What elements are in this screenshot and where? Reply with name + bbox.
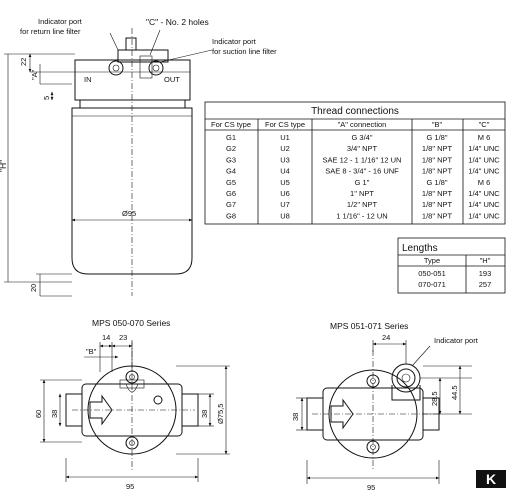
thread-table-cell: G2 xyxy=(226,144,236,153)
thread-table-headers: For CS type For CS type "A" connection "B" "… xyxy=(211,120,490,129)
thread-table-cell: 1/8" NPT xyxy=(422,211,453,220)
thread-table-cell: 1/4" UNC xyxy=(468,200,500,209)
thread-table-cell: G 1/8" xyxy=(426,133,447,142)
thread-table-cell: G7 xyxy=(226,200,236,209)
thread-table-cell: 1/2" NPT xyxy=(347,200,378,209)
thread-table-cell: U6 xyxy=(280,189,290,198)
thread-table-cell: G8 xyxy=(226,211,236,220)
side-view xyxy=(4,28,213,297)
thread-table-cell: U5 xyxy=(280,178,290,187)
right-dim-285: 28.5 xyxy=(430,391,439,406)
indicator-return-label-1: Indicator port xyxy=(38,17,83,26)
indicator-suction-label-2: for suction line filter xyxy=(212,47,277,56)
thread-table-cell: 1/4" UNC xyxy=(468,155,500,164)
thread-table-cell: U7 xyxy=(280,200,290,209)
lengths-table-title: Lengths xyxy=(402,243,438,254)
right-view-title: MPS 051-071 Series xyxy=(330,321,408,331)
thread-table-cell: 1/4" UNC xyxy=(468,211,500,220)
thread-table-cell: G 1/8" xyxy=(426,178,447,187)
right-dim-445: 44.5 xyxy=(450,385,459,400)
thread-table-cell: U8 xyxy=(280,211,290,220)
dim-d95: Ø95 xyxy=(122,209,136,218)
indicator-suction-label-1: Indicator port xyxy=(212,37,257,46)
thread-table-cell: G 1" xyxy=(355,178,370,187)
thread-table-cell: M 6 xyxy=(478,178,491,187)
thread-header-cell: For CS type xyxy=(211,120,251,129)
out-port-label: OUT xyxy=(164,75,180,84)
left-dim-60: 60 xyxy=(34,410,43,418)
left-dim-14: 14 xyxy=(102,333,110,342)
thread-table-cell: U2 xyxy=(280,144,290,153)
thread-table-cell: U1 xyxy=(280,133,290,142)
lengths-header-cell: "H" xyxy=(480,256,491,265)
thread-table-cell: 1/8" NPT xyxy=(422,200,453,209)
lengths-table-cell: 070-071 xyxy=(418,280,446,289)
thread-table-cell: G3 xyxy=(226,155,236,164)
dim-20: 20 xyxy=(29,284,38,292)
left-dim-d755: Ø75,5 xyxy=(216,404,225,424)
right-indicator-port-label: Indicator port xyxy=(434,336,479,345)
left-dim-23: 23 xyxy=(119,333,127,342)
right-dim-95: 95 xyxy=(367,483,375,492)
thread-table-cell: G1 xyxy=(226,133,236,142)
lengths-table-rows: 050-051 193 070-071 257 xyxy=(418,269,491,289)
left-dim-b: "B" xyxy=(86,347,97,356)
left-view-title: MPS 050-070 Series xyxy=(92,318,170,328)
thread-header-cell: For CS type xyxy=(265,120,305,129)
thread-table-cell: 1/8" NPT xyxy=(422,155,453,164)
thread-table-cell: G 3/4" xyxy=(351,133,372,142)
lengths-table-cell: 257 xyxy=(479,280,492,289)
right-top-view xyxy=(296,340,472,484)
dim-a: "A" xyxy=(30,69,39,80)
thread-table-cell: SAE 8 - 3/4" - 16 UNF xyxy=(325,167,399,176)
lengths-table-cell: 193 xyxy=(479,269,492,278)
brand-logo: K xyxy=(476,470,506,488)
left-dim-38b: 38 xyxy=(200,410,209,418)
thread-table-cell: 1/4" UNC xyxy=(468,144,500,153)
thread-table-cell: M 6 xyxy=(478,133,491,142)
thread-table-cell: U3 xyxy=(280,155,290,164)
thread-table-cell: 1/8" NPT xyxy=(422,144,453,153)
left-top-view xyxy=(40,340,230,482)
left-dim-95: 95 xyxy=(126,482,134,491)
brand-logo-letter: K xyxy=(486,471,496,487)
thread-table-cell: 1/8" NPT xyxy=(422,189,453,198)
dim-5: 5 xyxy=(42,96,51,100)
thread-table-cell: G6 xyxy=(226,189,236,198)
right-dim-38: 38 xyxy=(291,413,300,421)
thread-header-cell: "A" connection xyxy=(338,120,387,129)
c-holes-label: "C" - No. 2 holes xyxy=(146,17,209,27)
left-dim-38a: 38 xyxy=(50,410,59,418)
lengths-table-cell: 050-051 xyxy=(418,269,446,278)
thread-table-cell: 1/4" UNC xyxy=(468,189,500,198)
thread-table-cell: 1 1/16" - 12 UN xyxy=(336,211,387,220)
right-dim-24: 24 xyxy=(382,333,390,342)
thread-table-cell: G4 xyxy=(226,167,236,176)
thread-connections-table xyxy=(204,101,506,225)
dim-h: "H" xyxy=(0,160,8,172)
thread-table-cell: 1/4" UNC xyxy=(468,167,500,176)
lengths-table xyxy=(397,237,506,294)
indicator-return-label-2: for return line filter xyxy=(20,27,81,36)
thread-header-cell: "B" xyxy=(432,120,443,129)
lengths-table-headers: Type "H" xyxy=(424,256,491,265)
dim-22: 22 xyxy=(19,58,28,66)
in-port-label: IN xyxy=(84,75,92,84)
thread-table-cell: SAE 12 - 1 1/16" 12 UN xyxy=(323,155,402,164)
thread-table-cell: U4 xyxy=(280,167,290,176)
thread-table-cell: 3/4" NPT xyxy=(347,144,378,153)
lengths-header-cell: Type xyxy=(424,256,440,265)
thread-header-cell: "C" xyxy=(479,120,490,129)
thread-table-cell: 1/8" NPT xyxy=(422,167,453,176)
thread-table-rows: G1 U1 G 3/4" G 1/8" M 6 G2 U2 3/4" NPT 1/8" NPT 1… xyxy=(226,133,500,220)
thread-table-cell: 1" NPT xyxy=(350,189,374,198)
thread-table-title: Thread connections xyxy=(311,106,399,117)
thread-table-cell: G5 xyxy=(226,178,236,187)
